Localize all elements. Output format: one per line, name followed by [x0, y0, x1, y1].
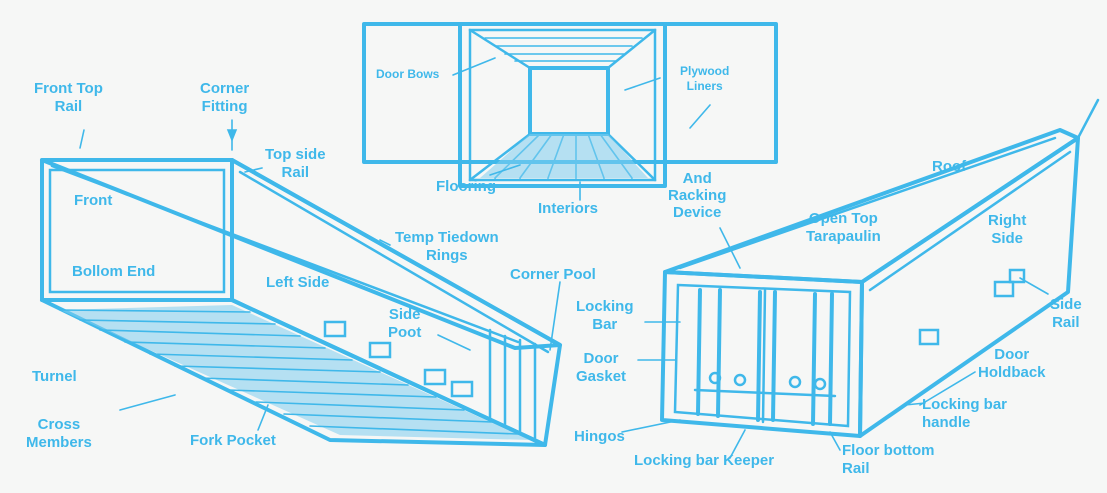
- locking-bar-keeper-label: Locking bar Keeper: [634, 452, 774, 470]
- side-post-label: Side Poot: [388, 306, 421, 342]
- temp-tiedown-rings-label: Temp Tiedown Rings: [395, 229, 499, 265]
- front-label: Front: [74, 192, 112, 210]
- corner-fitting-label: Corner Fitting: [200, 80, 249, 116]
- locking-bar-handle-label: Locking bar handle: [922, 396, 1007, 432]
- cross-members-label: Cross Members: [26, 416, 92, 452]
- door-bows-label: Door Bows: [376, 67, 439, 82]
- flooring-label: Flooring: [436, 178, 496, 196]
- open-top-tarpaulin-label: Open Top Tarapaulin: [806, 210, 881, 246]
- locking-bar-label: Locking Bar: [576, 298, 634, 334]
- top-side-rail-label: Top side Rail: [265, 146, 326, 182]
- left-side-label: Left Side: [266, 274, 329, 292]
- fork-pocket-label: Fork Pocket: [190, 432, 276, 450]
- interior-view: [364, 24, 776, 186]
- door-holdback-label: Door Holdback: [978, 346, 1046, 382]
- right-side-label: Right Side: [988, 212, 1026, 248]
- front-top-rail-label: Front Top Rail: [34, 80, 103, 116]
- racking-device-label: And Racking Device: [668, 170, 726, 221]
- plywood-liners-label: Plywood Liners: [680, 64, 729, 94]
- turnel-label: Turnel: [32, 368, 77, 386]
- door-gasket-label: Door Gasket: [576, 350, 626, 386]
- bottom-end-label: Bollom End: [72, 263, 155, 281]
- left-container: [42, 160, 560, 445]
- right-container: [662, 100, 1098, 436]
- floor-bottom-rail-label: Floor bottom Rail: [842, 442, 934, 478]
- hinges-label: Hingos: [574, 428, 625, 446]
- side-rail-label: Side Rail: [1050, 296, 1082, 332]
- roof-label: Roof: [932, 158, 966, 176]
- interiors-label: Interiors: [538, 200, 598, 218]
- corner-pool-label: Corner Pool: [510, 266, 596, 284]
